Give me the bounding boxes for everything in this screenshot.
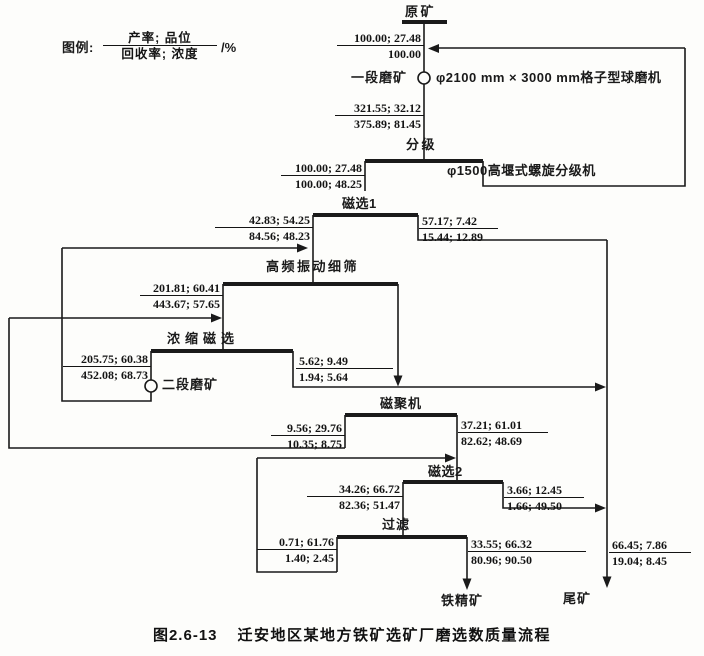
stream-value-bottom: 100.00; 48.25 [295, 177, 362, 191]
stream-value-top: 9.56; 29.76 [271, 421, 345, 436]
legend-unit: /% [221, 40, 237, 55]
legend-denominator: 回收率; 浓度 [121, 47, 199, 61]
stream-mag2-conc-values: 34.26; 66.72 82.36; 51.47 [307, 482, 403, 512]
stream-value-top: 205.75; 60.38 [63, 352, 151, 367]
line-thickmag-tailings [292, 351, 596, 388]
stream-mag1-conc-values: 42.83; 54.25 84.56; 48.23 [215, 213, 313, 243]
legend-numerator: 产率; 品位 [103, 31, 217, 46]
stream-value-top: 3.66; 12.45 [504, 483, 584, 498]
stream-value-top: 201.81; 60.41 [140, 281, 223, 296]
stream-value-top: 0.71; 61.76 [257, 535, 337, 550]
label-filtration: 过滤 [382, 517, 411, 532]
label-mag-flocculator: 磁聚机 [380, 396, 423, 411]
arrow-filtrate-merge [445, 453, 456, 463]
stream-value-bottom: 452.08; 68.73 [81, 368, 148, 382]
figure-caption: 图2.6-13 迁安地区某地方铁矿选矿厂磨选数质量流程 [0, 626, 704, 646]
label-fine-screen: 高频振动细筛 [266, 259, 360, 274]
line-classifier-sands [482, 48, 686, 187]
figure-number: 图2.6-13 [152, 627, 218, 644]
stream-value-bottom: 1.94; 5.64 [299, 370, 348, 384]
stream-value-top: 33.55; 66.32 [468, 537, 586, 552]
stream-value-bottom: 82.36; 51.47 [339, 498, 400, 512]
label-classification: 分级 [406, 137, 438, 152]
label-raw-ore: 原矿 [405, 4, 437, 19]
line-filtrate-loop [256, 458, 337, 573]
stream-filtrate-values: 0.71; 61.76 1.40; 2.45 [257, 535, 337, 565]
stream-value-bottom: 443.67; 57.65 [153, 297, 220, 311]
line-mag2-tailings [502, 482, 596, 509]
stream-value-bottom: 80.96; 90.50 [471, 553, 532, 567]
second-grinding-mill-node [144, 379, 158, 393]
legend-prefix: 图例: [62, 40, 94, 55]
stream-value-bottom: 1.66; 49.50 [507, 499, 562, 513]
stream-value-bottom: 15.44; 12.89 [422, 230, 483, 244]
stream-thickmag-conc-values: 205.75; 60.38 452.08; 68.73 [63, 352, 151, 382]
stream-value-bottom: 100.00 [388, 47, 421, 61]
arrow-regrind-merge [297, 243, 308, 253]
stream-value-bottom: 82.62; 48.69 [461, 434, 522, 448]
label-first-grinding: 一段磨矿 [351, 70, 408, 85]
stream-value-top: 5.62; 9.49 [296, 354, 393, 369]
stream-raw-feed-values: 100.00; 27.48 100.00 [337, 31, 424, 61]
stream-thickmag-tail-values: 5.62; 9.49 1.94; 5.64 [296, 354, 393, 384]
label-tailings: 尾矿 [563, 591, 592, 606]
label-ball-mill: φ2100 mm × 3000 mm格子型球磨机 [436, 70, 662, 85]
stream-value-top: 321.55; 32.12 [335, 101, 424, 116]
label-mag-sep-2: 磁选2 [428, 464, 463, 479]
arrow-recycle-into-screenline [211, 313, 222, 323]
label-thickening-mag-sep: 浓缩磁选 [167, 331, 240, 346]
stream-value-bottom: 84.56; 48.23 [249, 229, 310, 243]
stream-value-top: 57.17; 7.42 [419, 214, 498, 229]
stream-flocc-recycle-values: 9.56; 29.76 10.35; 8.75 [271, 421, 345, 451]
stream-final-conc-values: 33.55; 66.32 80.96; 90.50 [468, 537, 586, 567]
first-grinding-mill-node [417, 71, 431, 85]
label-classifier: φ1500高堰式螺旋分级机 [447, 163, 596, 178]
stream-flocc-conc-values: 37.21; 61.01 82.62; 48.69 [458, 418, 548, 448]
stream-value-top: 66.45; 7.86 [609, 538, 691, 553]
line-flocc-recycle-loop [8, 318, 345, 449]
stream-value-bottom: 1.40; 2.45 [285, 551, 334, 565]
stream-value-top: 34.26; 66.72 [307, 482, 403, 497]
stream-value-top: 42.83; 54.25 [215, 213, 313, 228]
stream-value-top: 37.21; 61.01 [458, 418, 548, 433]
arrow-into-mill-feed [428, 44, 439, 53]
legend-fraction: 产率; 品位 回收率; 浓度 [103, 31, 217, 61]
stream-mag1-tail-values: 57.17; 7.42 15.44; 12.89 [419, 214, 498, 244]
stream-value-bottom: 10.35; 8.75 [287, 437, 342, 451]
stream-mag2-tail-values: 3.66; 12.45 1.66; 49.50 [504, 483, 584, 513]
stream-tailings-values: 66.45; 7.86 19.04; 8.45 [609, 538, 691, 568]
stream-value-top: 100.00; 27.48 [281, 161, 365, 176]
label-second-grinding: 二段磨矿 [162, 377, 219, 392]
arrow-concentrate-out [462, 578, 472, 590]
stream-value-top: 100.00; 27.48 [337, 31, 424, 46]
arrow-thickmag-tail-merge [595, 382, 606, 392]
stream-screen-oversize-values: 201.81; 60.41 443.67; 57.65 [140, 281, 223, 311]
label-iron-concentrate: 铁精矿 [441, 593, 484, 608]
stream-overflow-values: 100.00; 27.48 100.00; 48.25 [281, 161, 365, 191]
figure-title: 迁安地区某地方铁矿选矿厂磨选数质量流程 [237, 627, 552, 644]
arrow-tailings-out [602, 576, 612, 588]
stream-mill-discharge-values: 321.55; 32.12 375.89; 81.45 [335, 101, 424, 131]
label-mag-sep-1: 磁选1 [342, 196, 377, 211]
arrow-mag2-tail-merge [595, 503, 606, 513]
arrow-undersize-down [393, 375, 403, 387]
stream-value-bottom: 19.04; 8.45 [612, 554, 667, 568]
line-mag1-tailings [417, 215, 607, 241]
line-regrind-loop [61, 248, 152, 402]
stream-value-bottom: 375.89; 81.45 [354, 117, 421, 131]
